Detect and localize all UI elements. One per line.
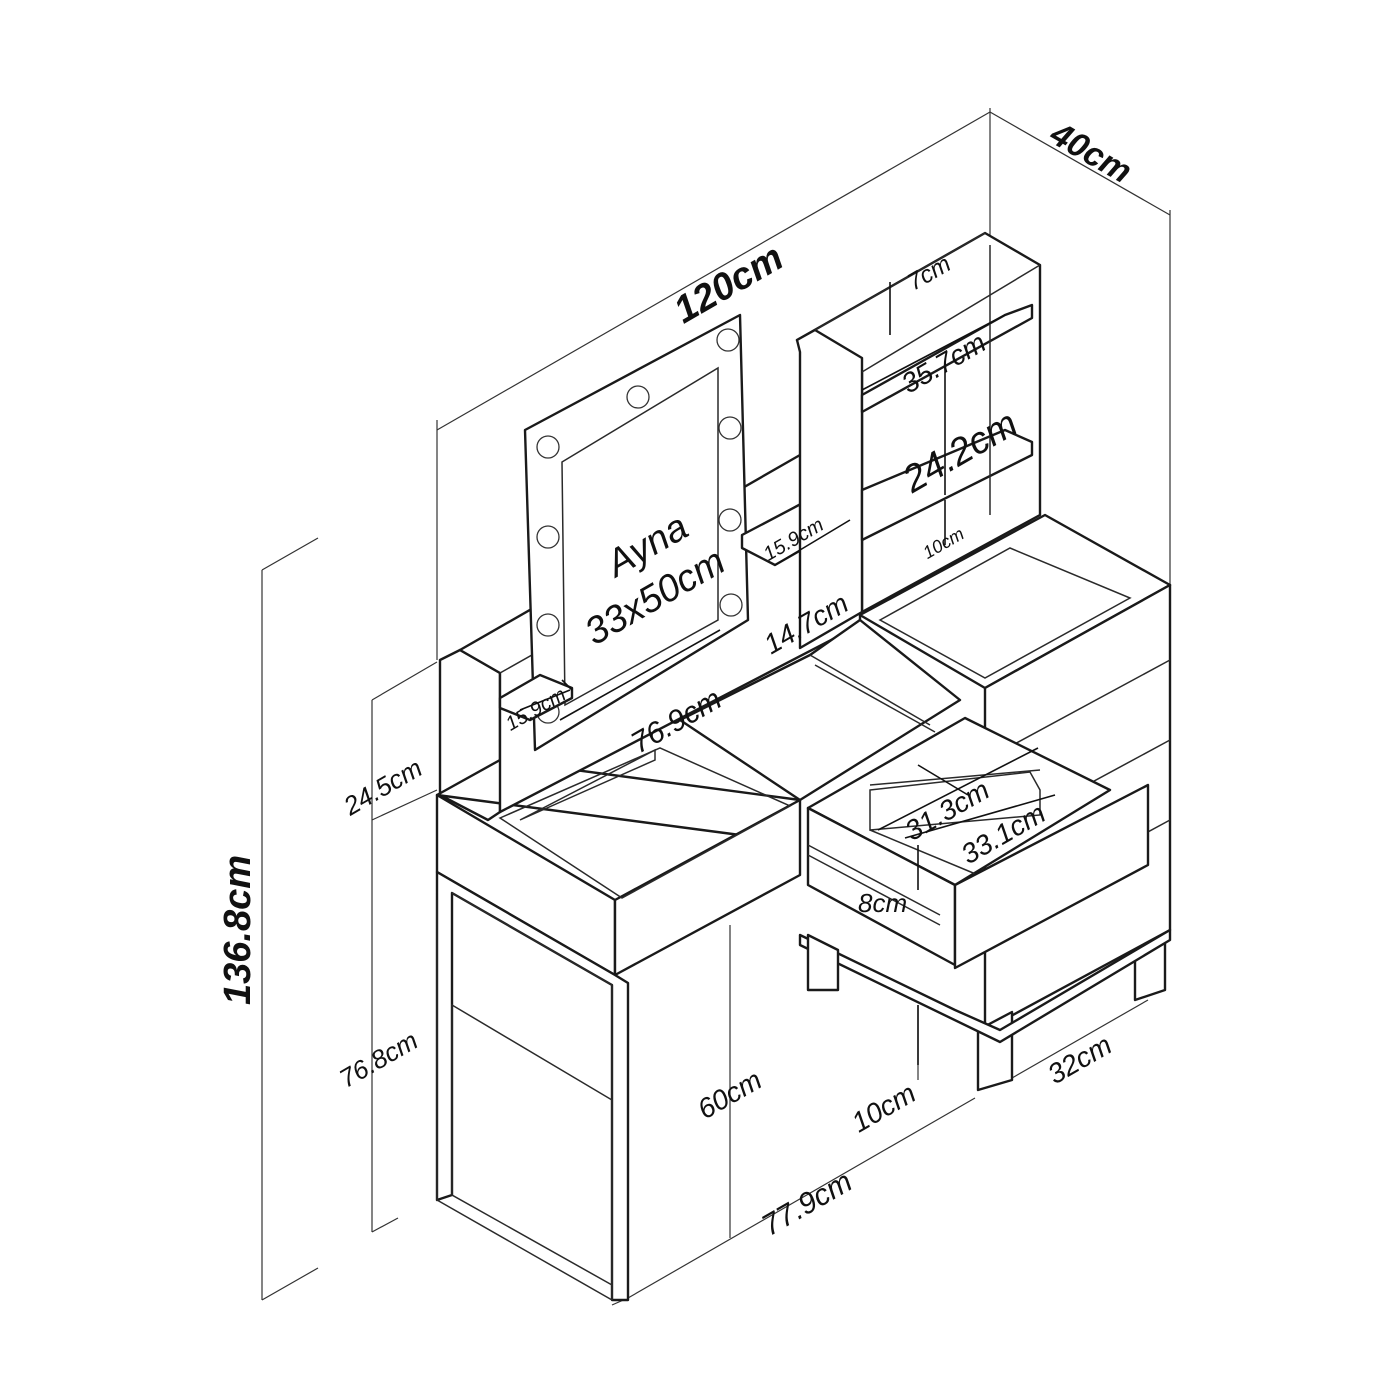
mirror-bulb: [536, 435, 560, 459]
small-shelf-left: [498, 673, 574, 722]
mirror-bulb: [718, 508, 742, 532]
label-drawer-height: 8cm: [858, 888, 907, 918]
open-drawer: [798, 716, 1172, 1044]
mirror-bulb: [536, 613, 560, 637]
mirror: [523, 313, 750, 752]
mirror-bulb: [626, 385, 650, 409]
desk-middle: [678, 618, 962, 802]
label-base-length: 77.9cm: [756, 1165, 858, 1243]
label-total-width: 120cm: [667, 236, 790, 332]
label-cabinet-depth: 32cm: [1042, 1029, 1117, 1090]
label-upper-height: 24.5cm: [337, 753, 427, 822]
mirror-bulb: [719, 593, 743, 617]
mirror-bulb: [718, 416, 742, 440]
arrows: [519, 282, 1056, 1065]
label-lower-height: 76.8cm: [334, 1025, 423, 1094]
label-depth: 40cm: [1043, 114, 1138, 191]
label-total-height: 136.8cm: [217, 855, 259, 1005]
dimension-lines: [261, 108, 1171, 1306]
mirror-bulb: [716, 328, 740, 352]
label-leg-height-right: 10cm: [846, 1077, 921, 1138]
mirror-bulb: [536, 525, 560, 549]
